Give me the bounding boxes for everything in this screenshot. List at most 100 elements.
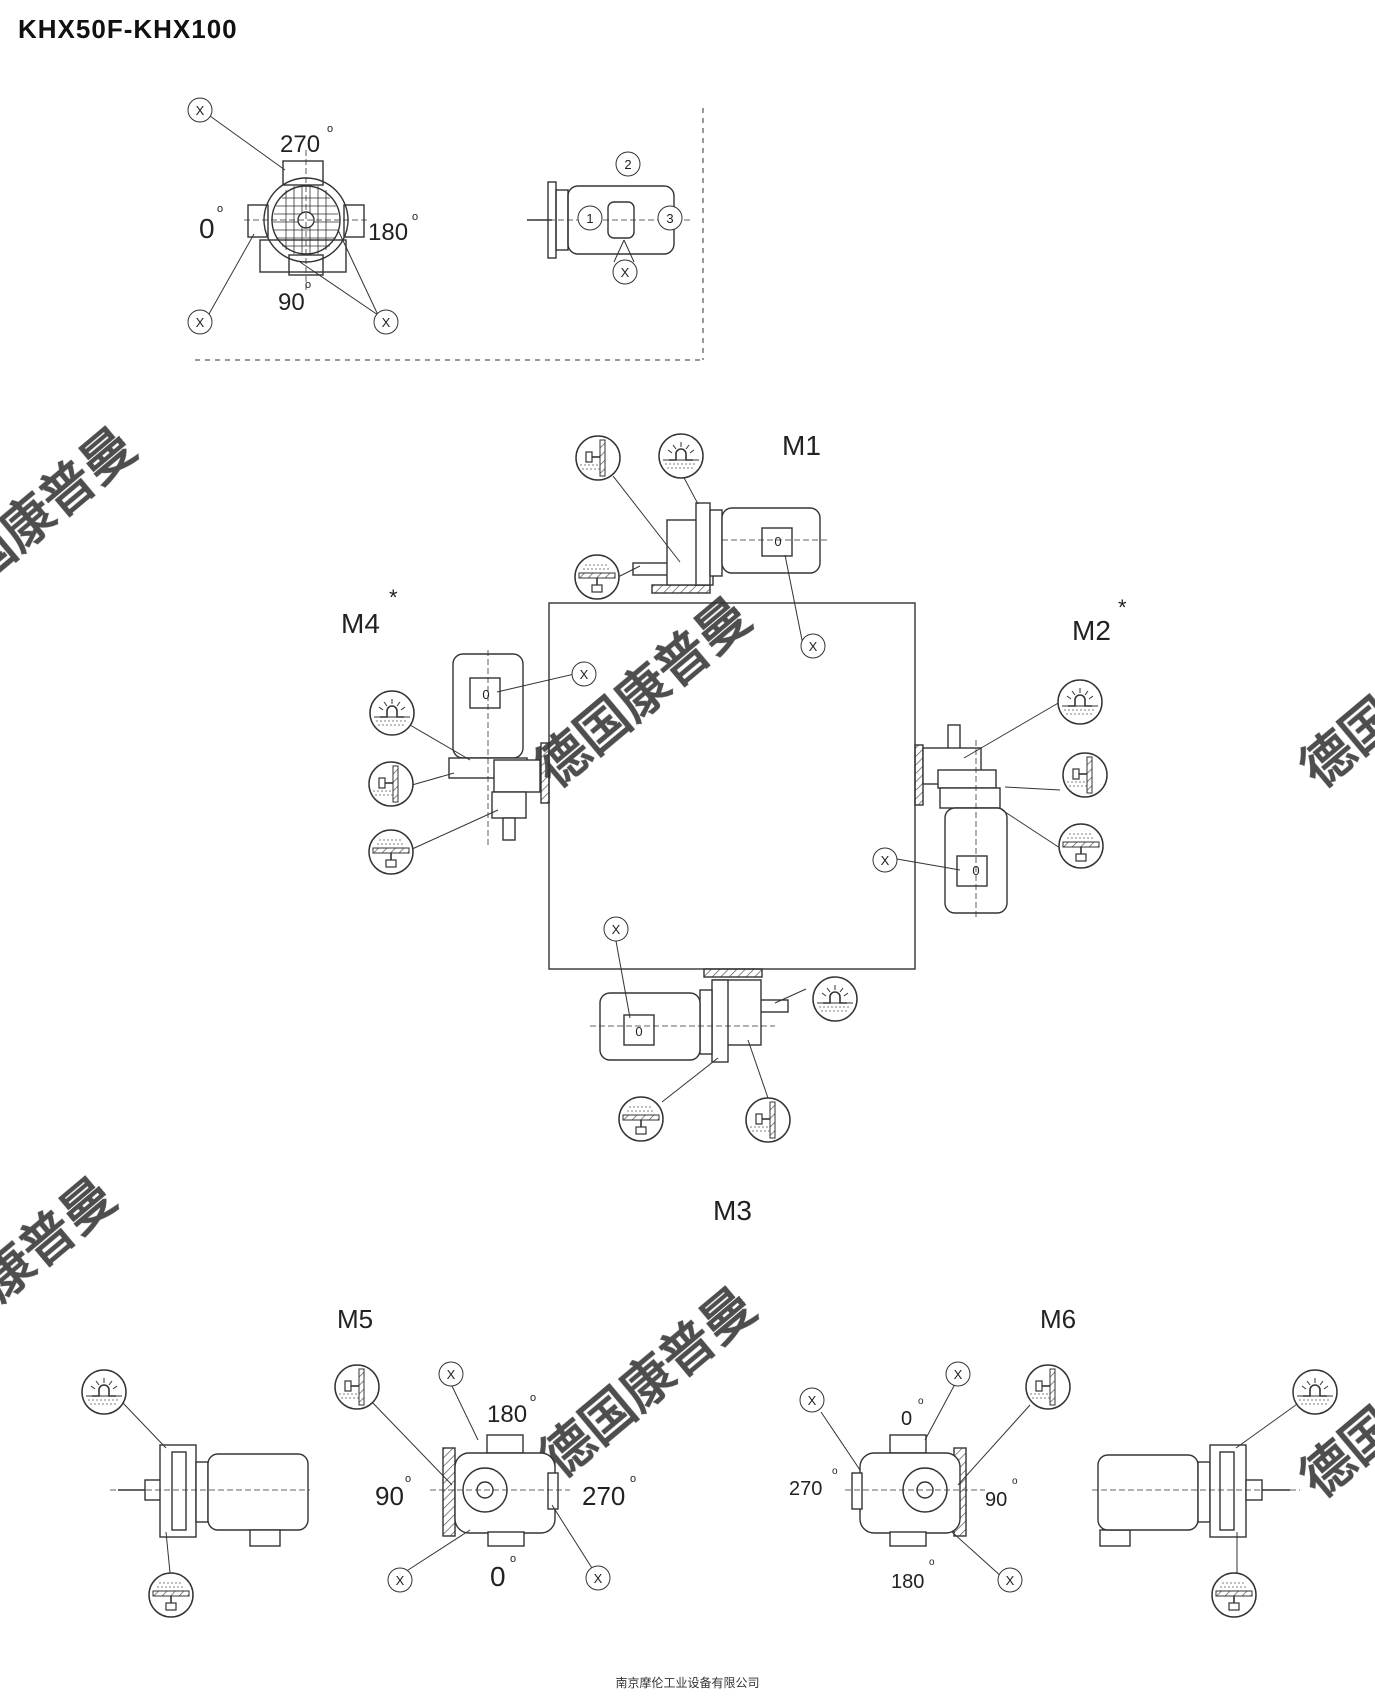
x-marker: X: [438, 1361, 464, 1387]
degree-mark: o: [630, 1473, 636, 1485]
x-marker: X: [603, 916, 629, 942]
oil-drain-icon: [618, 1096, 664, 1142]
vent-icon: [369, 690, 415, 736]
svg-text:X: X: [809, 639, 818, 654]
svg-text:X: X: [1006, 1573, 1015, 1588]
x-marker: X: [799, 1387, 825, 1413]
svg-text:X: X: [396, 1573, 405, 1588]
svg-text:X: X: [447, 1367, 456, 1382]
degree-mark: o: [530, 1392, 536, 1404]
terminal-box-label: 0: [972, 863, 979, 878]
x-marker: X: [585, 1565, 611, 1591]
angle-label-90: 90: [985, 1489, 1007, 1511]
asterisk: *: [1118, 595, 1127, 620]
terminal-box-label: 0: [774, 534, 781, 549]
angle-label-270: 270: [789, 1478, 822, 1500]
oil-drain-icon: [1211, 1572, 1257, 1618]
svg-text:2: 2: [624, 157, 631, 172]
oil-drain-icon: [1058, 823, 1104, 869]
m5-front-leaders: [369, 1385, 598, 1577]
m6-front-housing-icon: [845, 1434, 985, 1547]
angle-label-270: 270: [582, 1481, 625, 1511]
position-labels: M1 M2 * M3 M4 * M5 M6: [337, 430, 1127, 1334]
position-label-m3: M3: [713, 1195, 752, 1226]
x-markers-m5: X X X: [387, 1361, 611, 1593]
svg-text:X: X: [621, 265, 630, 280]
svg-text:X: X: [808, 1393, 817, 1408]
degree-mark: o: [510, 1553, 516, 1565]
angle-label-0: 0: [901, 1408, 912, 1430]
m5-front-housing-icon: [430, 1434, 570, 1547]
svg-text:X: X: [382, 315, 391, 330]
reference-view: [195, 108, 704, 361]
m6-side-motor-icon: [1092, 1444, 1300, 1547]
x-marker: X: [373, 309, 399, 335]
terminal-box-label: 0: [482, 687, 489, 702]
m1-leaders: [611, 473, 804, 646]
svg-text:X: X: [196, 103, 205, 118]
watermark: 德国康普曼: [0, 1168, 127, 1380]
m2-leaders: [896, 701, 1061, 871]
x-marker: X: [571, 661, 597, 687]
angle-label-180: 180: [368, 219, 408, 246]
m1-motor-icon: [632, 502, 830, 594]
m5-side-motor-icon: [110, 1444, 310, 1547]
angle-label-0: 0: [490, 1561, 506, 1592]
svg-text:X: X: [881, 853, 890, 868]
x-markers-m6: X X X: [799, 1361, 1023, 1593]
position-label-m1: M1: [782, 430, 821, 461]
m6-front-leaders: [820, 1383, 1031, 1579]
x-marker: X: [612, 259, 638, 285]
m6-angle-labels: 0 o 270 o 90 o 180 o: [789, 1396, 1018, 1593]
svg-text:X: X: [612, 922, 621, 937]
oil-level-icon: [368, 761, 414, 807]
x-marker: X: [872, 847, 898, 873]
reference-labels: 270 o 0 o 180 o 90 o: [199, 123, 418, 316]
svg-text:X: X: [196, 315, 205, 330]
degree-mark: o: [929, 1557, 935, 1568]
x-markers-reference: X X X X 2 1 3: [187, 97, 683, 335]
svg-text:X: X: [580, 667, 589, 682]
svg-text:3: 3: [666, 211, 673, 226]
gear-housing-front-icon: [244, 150, 368, 290]
degree-mark: o: [217, 203, 223, 215]
angle-label-180: 180: [487, 1401, 527, 1428]
degree-mark: o: [327, 123, 333, 135]
oil-level-icon: [745, 1097, 791, 1143]
footer-company: 南京摩伦工业设备有限公司: [615, 1676, 760, 1690]
x-marker: X: [945, 1361, 971, 1387]
x-markers-center: X X X X: [571, 633, 898, 942]
watermark: 德国康普曼: [1290, 588, 1375, 800]
m3-motor-icon: [590, 968, 789, 1063]
vent-icon: [812, 976, 858, 1022]
angle-label-180: 180: [891, 1571, 924, 1593]
m3-leaders: [615, 940, 807, 1103]
m2-motor-icon: [914, 724, 1008, 920]
vent-icon: [81, 1369, 127, 1415]
oil-level-icon: [1025, 1364, 1071, 1410]
angle-label-90: 90: [278, 289, 305, 316]
x-marker: X: [800, 633, 826, 659]
degree-mark: o: [412, 211, 418, 223]
x-marker: X: [387, 1567, 413, 1593]
vent-icon: [1057, 679, 1103, 725]
m4-leaders: [409, 671, 584, 851]
position-label-m5: M5: [337, 1304, 373, 1334]
watermark: 德国康普曼: [530, 1278, 766, 1490]
x-marker: X: [187, 309, 213, 335]
vent-icon: [658, 433, 704, 479]
oil-drain-icon: [148, 1572, 194, 1618]
angle-label-0: 0: [199, 213, 215, 244]
mounting-surface-box: [548, 602, 916, 970]
degree-mark: o: [305, 279, 311, 291]
asterisk: *: [389, 585, 398, 610]
x-marker: X: [997, 1567, 1023, 1593]
m5-angle-labels: 180 o 90 o 270 o 0 o: [375, 1392, 636, 1592]
degree-mark: o: [405, 1473, 411, 1485]
svg-text:X: X: [954, 1367, 963, 1382]
terminal-box-labels: 0 0 0 0: [482, 534, 979, 1039]
side-number-3: 3: [657, 205, 683, 231]
page-title: KHX50F-KHX100: [18, 14, 238, 44]
svg-text:1: 1: [586, 211, 593, 226]
